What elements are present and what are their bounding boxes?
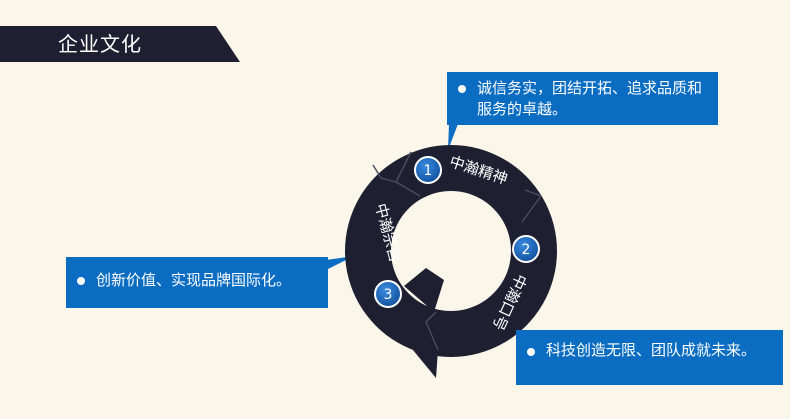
segment-2-badge: 2 xyxy=(512,235,540,263)
callout-spirit: 诚信务实，团结开拓、追求品质和服务的卓越。 xyxy=(447,72,718,125)
segment-3-badge: 3 xyxy=(374,280,402,308)
segment-1-number: 1 xyxy=(424,163,433,179)
callout-slogan-text: 科技创造无限、团队成就未来。 xyxy=(546,341,757,359)
title-banner xyxy=(0,26,240,62)
callout-mission-text: 创新价值、实现品牌国际化。 xyxy=(96,271,292,289)
ring-shape xyxy=(344,145,557,358)
ring-arrow-head xyxy=(404,268,444,312)
segment-2-number: 2 xyxy=(522,242,531,258)
callout-slogan: 科技创造无限、团队成就未来。 xyxy=(516,330,783,385)
callout-spirit-text: 诚信务实，团结开拓、追求品质和服务的卓越。 xyxy=(477,79,703,118)
bullet-dot xyxy=(458,85,466,93)
segment-1-badge: 1 xyxy=(414,156,442,184)
segment-divider-left xyxy=(372,164,397,183)
segment-divider-right xyxy=(521,189,543,223)
callout-mission: 创新价值、实现品牌国际化。 xyxy=(66,257,328,308)
bullet-dot xyxy=(527,348,535,356)
bullet-dot xyxy=(77,277,85,285)
segment-divider-bottom xyxy=(425,311,439,351)
page-title: 企业文化 xyxy=(58,32,142,56)
segment-3-number: 3 xyxy=(384,287,393,303)
callout-1-pointer xyxy=(448,124,458,150)
ring-arrow-tail xyxy=(408,344,438,378)
